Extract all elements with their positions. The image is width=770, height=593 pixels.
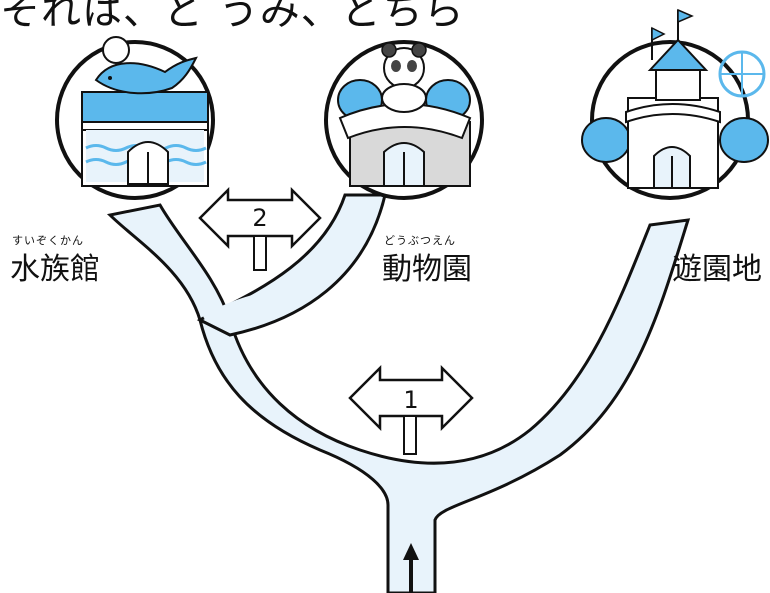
main-road (106, 203, 691, 593)
amusement-park-label: 遊園地 (672, 252, 762, 287)
zoo-illustration (324, 40, 484, 200)
aquarium-label: 水族館 (10, 252, 100, 287)
header-text: それは、ど うみ、どちら (0, 0, 465, 34)
start-arrow (403, 543, 419, 593)
amusement-park-illustration (581, 8, 769, 200)
zoo-reading: どうぶつえん (384, 234, 456, 247)
ball-icon (102, 36, 130, 64)
flag-icon (677, 8, 694, 24)
sign-2-post (253, 235, 267, 271)
aquarium-reading: すいぞくかん (12, 234, 84, 247)
sign-1: 1 (348, 364, 474, 455)
sign-2: 2 (198, 186, 322, 271)
sign-1-post (403, 415, 417, 455)
sign-1-arrow (348, 364, 474, 432)
sign-1-number: 1 (403, 386, 418, 414)
sign-2-arrow (198, 186, 322, 250)
aquarium-illustration (55, 36, 215, 200)
dolphin-icon (94, 56, 198, 95)
sign-2-number: 2 (252, 204, 267, 232)
zoo-label: 動物園 (382, 252, 472, 287)
